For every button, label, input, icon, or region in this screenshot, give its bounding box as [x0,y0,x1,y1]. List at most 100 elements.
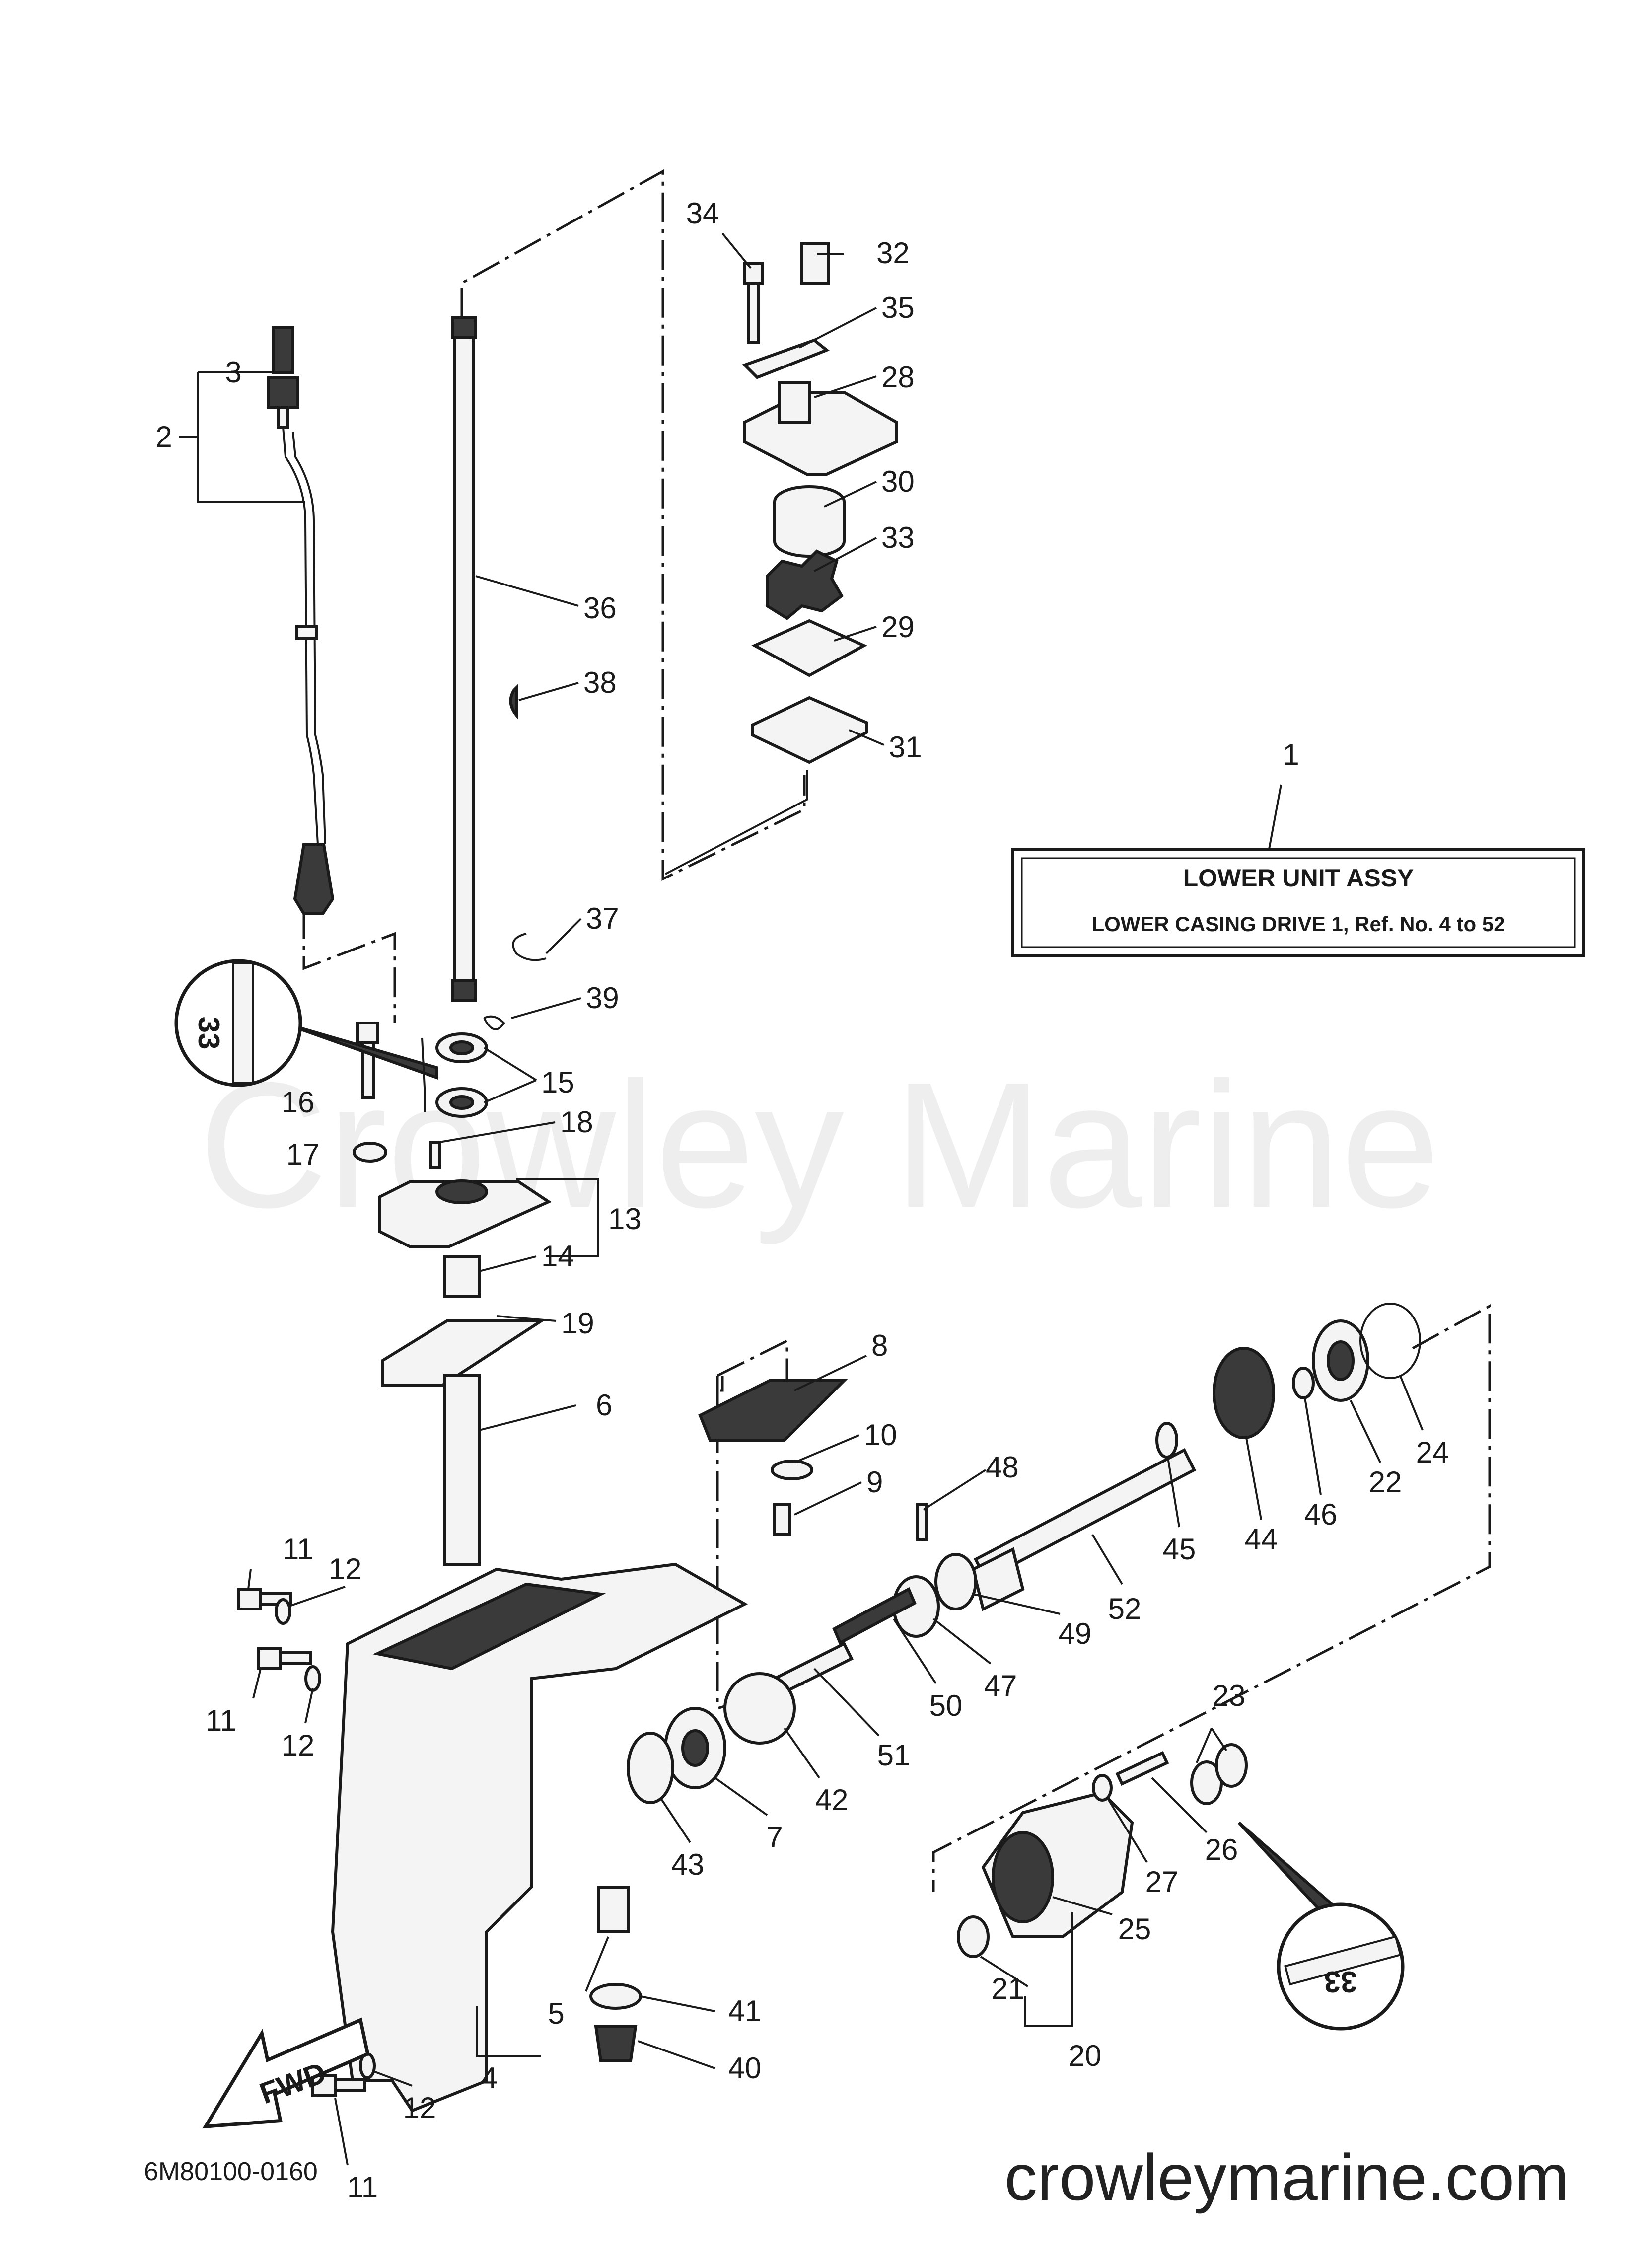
casing-bolts-11 [237,1588,366,2097]
bolt-26 [1115,1751,1169,1786]
bearings-15 [435,1032,488,1118]
pin-18 [429,1141,441,1169]
fwd-arrow: FWD [202,2017,370,2129]
clip [483,1015,505,1030]
pin-48 [916,1503,928,1541]
callout-42: 42 [815,1783,849,1817]
washer-27 [1092,1774,1113,1802]
callout-12b: 12 [282,1729,315,1762]
grease-mark-bottom-label: 33 [1324,1965,1357,1998]
callout-8: 8 [871,1329,888,1362]
callout-27: 27 [1145,1865,1179,1899]
o-ring-24 [1359,1303,1421,1379]
callout-47: 47 [984,1669,1017,1702]
callout-35: 35 [881,291,915,324]
callout-9: 9 [866,1465,883,1499]
callout-31: 31 [889,731,922,764]
washer-45 [1155,1422,1178,1459]
washer-10 [771,1460,813,1480]
assembly-subtitle: LOWER CASING DRIVE 1, Ref. No. 4 to 52 [1091,912,1505,936]
callout-6: 6 [596,1389,612,1422]
callout-4: 4 [481,2061,497,2095]
callout-25: 25 [1118,1912,1151,1946]
callout-48: 48 [986,1451,1019,1484]
pump-bolt-34 [743,262,764,344]
callout-33: 33 [881,521,915,554]
spring-50 [832,1587,917,1645]
callout-18: 18 [560,1105,593,1139]
callout-24: 24 [1416,1436,1449,1469]
callout-21: 21 [992,1972,1025,2005]
callout-10: 10 [864,1418,897,1452]
reverse-gear-44 [1213,1347,1275,1439]
shim-46 [1292,1367,1315,1399]
callout-labels: 2 3 34 32 35 28 30 33 29 31 36 38 37 39 … [155,197,1449,2204]
pinion-42 [723,1672,796,1745]
pump-dowel-32 [800,242,830,285]
spacers-23 [1190,1743,1248,1805]
callout-44: 44 [1245,1523,1278,1556]
callout-12c: 12 [403,2091,436,2124]
plug-5 [597,1886,630,1933]
callout-11b: 11 [206,1704,236,1737]
callout-34: 34 [686,197,719,230]
oil-seal-21 [957,1915,990,1958]
callout-22: 22 [1369,1465,1402,1499]
callout-17: 17 [286,1138,320,1171]
seal-41 [589,1983,642,2010]
callout-11a: 11 [283,1533,313,1566]
boundary-lines [302,169,1491,1892]
bushing-14 [443,1255,481,1298]
shim-43 [627,1732,674,1804]
water-tube-6 [443,1374,481,1566]
plate-35 [742,338,830,379]
anode-8 [698,1379,848,1442]
washer-17 [353,1142,387,1163]
outer-plate-31 [751,696,868,764]
bolt-16 [356,1022,379,1099]
assembly-ref-number: 1 [1283,738,1299,771]
grease-mark-bottom: 33 [1237,1821,1405,2031]
impeller-33 [766,549,844,620]
circlip [512,933,547,961]
gasket-29 [751,619,867,677]
nut-40 [594,2025,638,2062]
bolt-9 [773,1503,791,1536]
callout-23: 23 [1213,1679,1246,1712]
callout-49: 49 [1059,1617,1092,1650]
grease-mark-top-label: 33 [192,1017,225,1050]
callout-5: 5 [548,1997,564,2030]
callout-52: 52 [1108,1592,1142,1625]
callout-20: 20 [1069,2039,1102,2072]
callout-19: 19 [561,1307,594,1340]
callout-39: 39 [586,981,619,1015]
shift-rod-bolt [267,326,299,429]
callout-41: 41 [728,1994,762,2028]
callout-50: 50 [929,1689,963,1722]
assembly-title: LOWER UNIT ASSY [1183,864,1414,892]
callout-3: 3 [225,356,241,389]
bearing-housing-13 [378,1180,552,1248]
shift-rod [282,427,335,915]
gasket-19 [381,1319,547,1387]
callout-15: 15 [541,1066,574,1099]
callout-43: 43 [671,1848,705,1881]
footer-site: crowleymarine.com [1004,2141,1569,2214]
callout-45: 45 [1163,1533,1196,1566]
callout-13: 13 [608,1202,642,1236]
callout-30: 30 [881,465,915,498]
pump-housing-28 [743,391,898,476]
callout-40: 40 [728,2051,762,2085]
callout-12a: 12 [329,1552,362,1586]
callout-36: 36 [583,591,617,625]
grease-mark-top: 33 [174,959,438,1087]
callout-7: 7 [766,1821,783,1854]
callout-46: 46 [1304,1498,1338,1531]
callout-29: 29 [881,610,915,644]
spring-plate-49 [934,1553,977,1610]
callout-37: 37 [586,902,619,935]
callout-28: 28 [881,361,915,394]
woodruff-key [509,684,518,720]
drive-shaft [451,316,477,1002]
